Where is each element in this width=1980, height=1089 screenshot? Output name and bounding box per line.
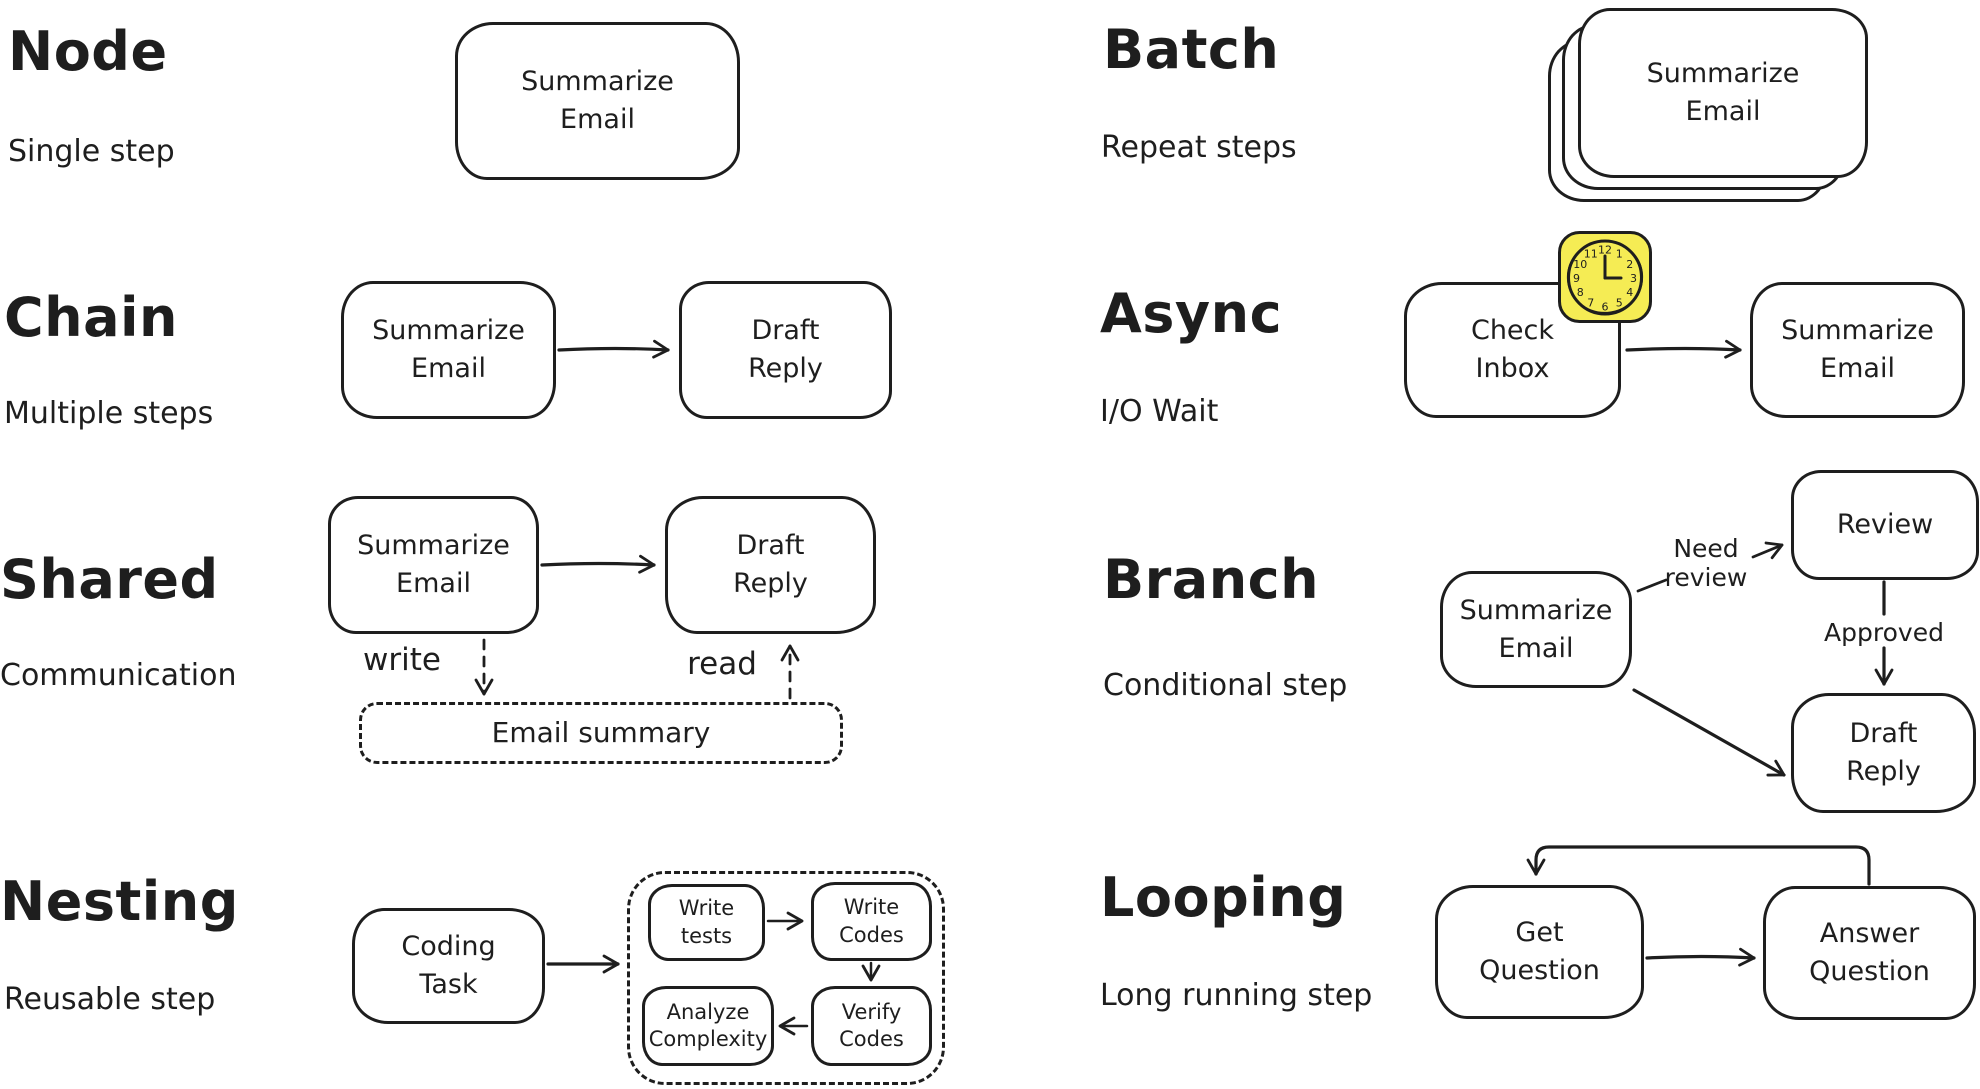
section-title-chain: Chain [4, 286, 178, 349]
clock-hands [1603, 254, 1623, 280]
nesting-box-write-tests: Write tests [648, 884, 765, 961]
chain-box-summarize-email: Summarize Email [341, 281, 556, 419]
clock-icon: 12 1 2 3 4 5 6 7 8 9 10 11 [1558, 231, 1652, 323]
clock-number: 11 [1584, 247, 1598, 260]
shared-read-label: read [687, 646, 757, 682]
section-title-nesting: Nesting [0, 870, 239, 933]
section-title-looping: Looping [1100, 866, 1347, 929]
section-subtitle-async: I/O Wait [1100, 394, 1219, 429]
shared-box-draft-reply: Draft Reply [665, 496, 876, 634]
branch-box-summarize-email: Summarize Email [1440, 571, 1632, 688]
shared-store-email-summary: Email summary [359, 702, 843, 764]
section-subtitle-shared: Communication [0, 658, 237, 693]
clock-number: 2 [1626, 258, 1633, 271]
section-subtitle-chain: Multiple steps [4, 396, 214, 431]
nesting-box-verify-codes: Verify Codes [811, 986, 932, 1066]
looping-arrow [1645, 947, 1756, 967]
chain-box-draft-reply: Draft Reply [679, 281, 892, 419]
shared-box-summarize-email: Summarize Email [328, 496, 539, 634]
nesting-box-analyze-complexity: Analyze Complexity [642, 986, 774, 1066]
clock-number: 4 [1626, 286, 1633, 299]
async-arrow [1625, 339, 1742, 359]
batch-card-stack: Summarize Email [1548, 8, 1870, 210]
async-box-summarize-email: Summarize Email [1750, 282, 1965, 418]
looping-back-arrow [1526, 845, 1871, 886]
clock-number: 5 [1616, 297, 1623, 310]
looping-box-answer-question: Answer Question [1763, 886, 1976, 1020]
shared-arrow [540, 554, 656, 574]
clock-numbers: 12 1 2 3 4 5 6 7 8 9 10 11 [1573, 244, 1637, 314]
clock-number: 6 [1602, 301, 1609, 314]
shared-write-label: write [363, 642, 441, 678]
node-box-summarize-email: Summarize Email [455, 22, 740, 180]
nesting-flow-container [627, 871, 945, 1085]
branch-need-review-label: Need review [1664, 534, 1748, 592]
section-subtitle-batch: Repeat steps [1101, 130, 1297, 165]
looping-box-get-question: Get Question [1435, 885, 1644, 1019]
clock-number: 12 [1598, 244, 1612, 257]
section-subtitle-node: Single step [8, 134, 175, 169]
chain-arrow [557, 339, 670, 359]
batch-card-front: Summarize Email [1578, 8, 1868, 178]
clock-number: 8 [1577, 286, 1584, 299]
async-box-check-inbox: Check Inbox [1404, 282, 1621, 418]
branch-direct-arrow [1632, 688, 1786, 777]
section-subtitle-looping: Long running step [1100, 978, 1373, 1013]
section-subtitle-nesting: Reusable step [4, 982, 216, 1017]
branch-need-review-arrow [1751, 541, 1784, 560]
branch-box-draft-reply: Draft Reply [1791, 693, 1976, 813]
section-title-shared: Shared [0, 548, 219, 611]
clock-number: 10 [1573, 258, 1587, 271]
clock-number: 9 [1573, 272, 1580, 285]
section-title-node: Node [8, 20, 168, 83]
section-title-batch: Batch [1103, 18, 1280, 81]
clock-number: 1 [1616, 247, 1623, 260]
section-subtitle-branch: Conditional step [1103, 668, 1348, 703]
section-title-branch: Branch [1103, 548, 1320, 611]
clock-number: 7 [1587, 297, 1594, 310]
branch-box-review: Review [1791, 470, 1979, 580]
clock-number: 3 [1630, 272, 1637, 285]
branch-approved-label: Approved [1824, 618, 1944, 647]
section-title-async: Async [1100, 282, 1283, 345]
nesting-box-coding-task: Coding Task [352, 908, 545, 1024]
nesting-box-write-codes: Write Codes [811, 882, 932, 961]
